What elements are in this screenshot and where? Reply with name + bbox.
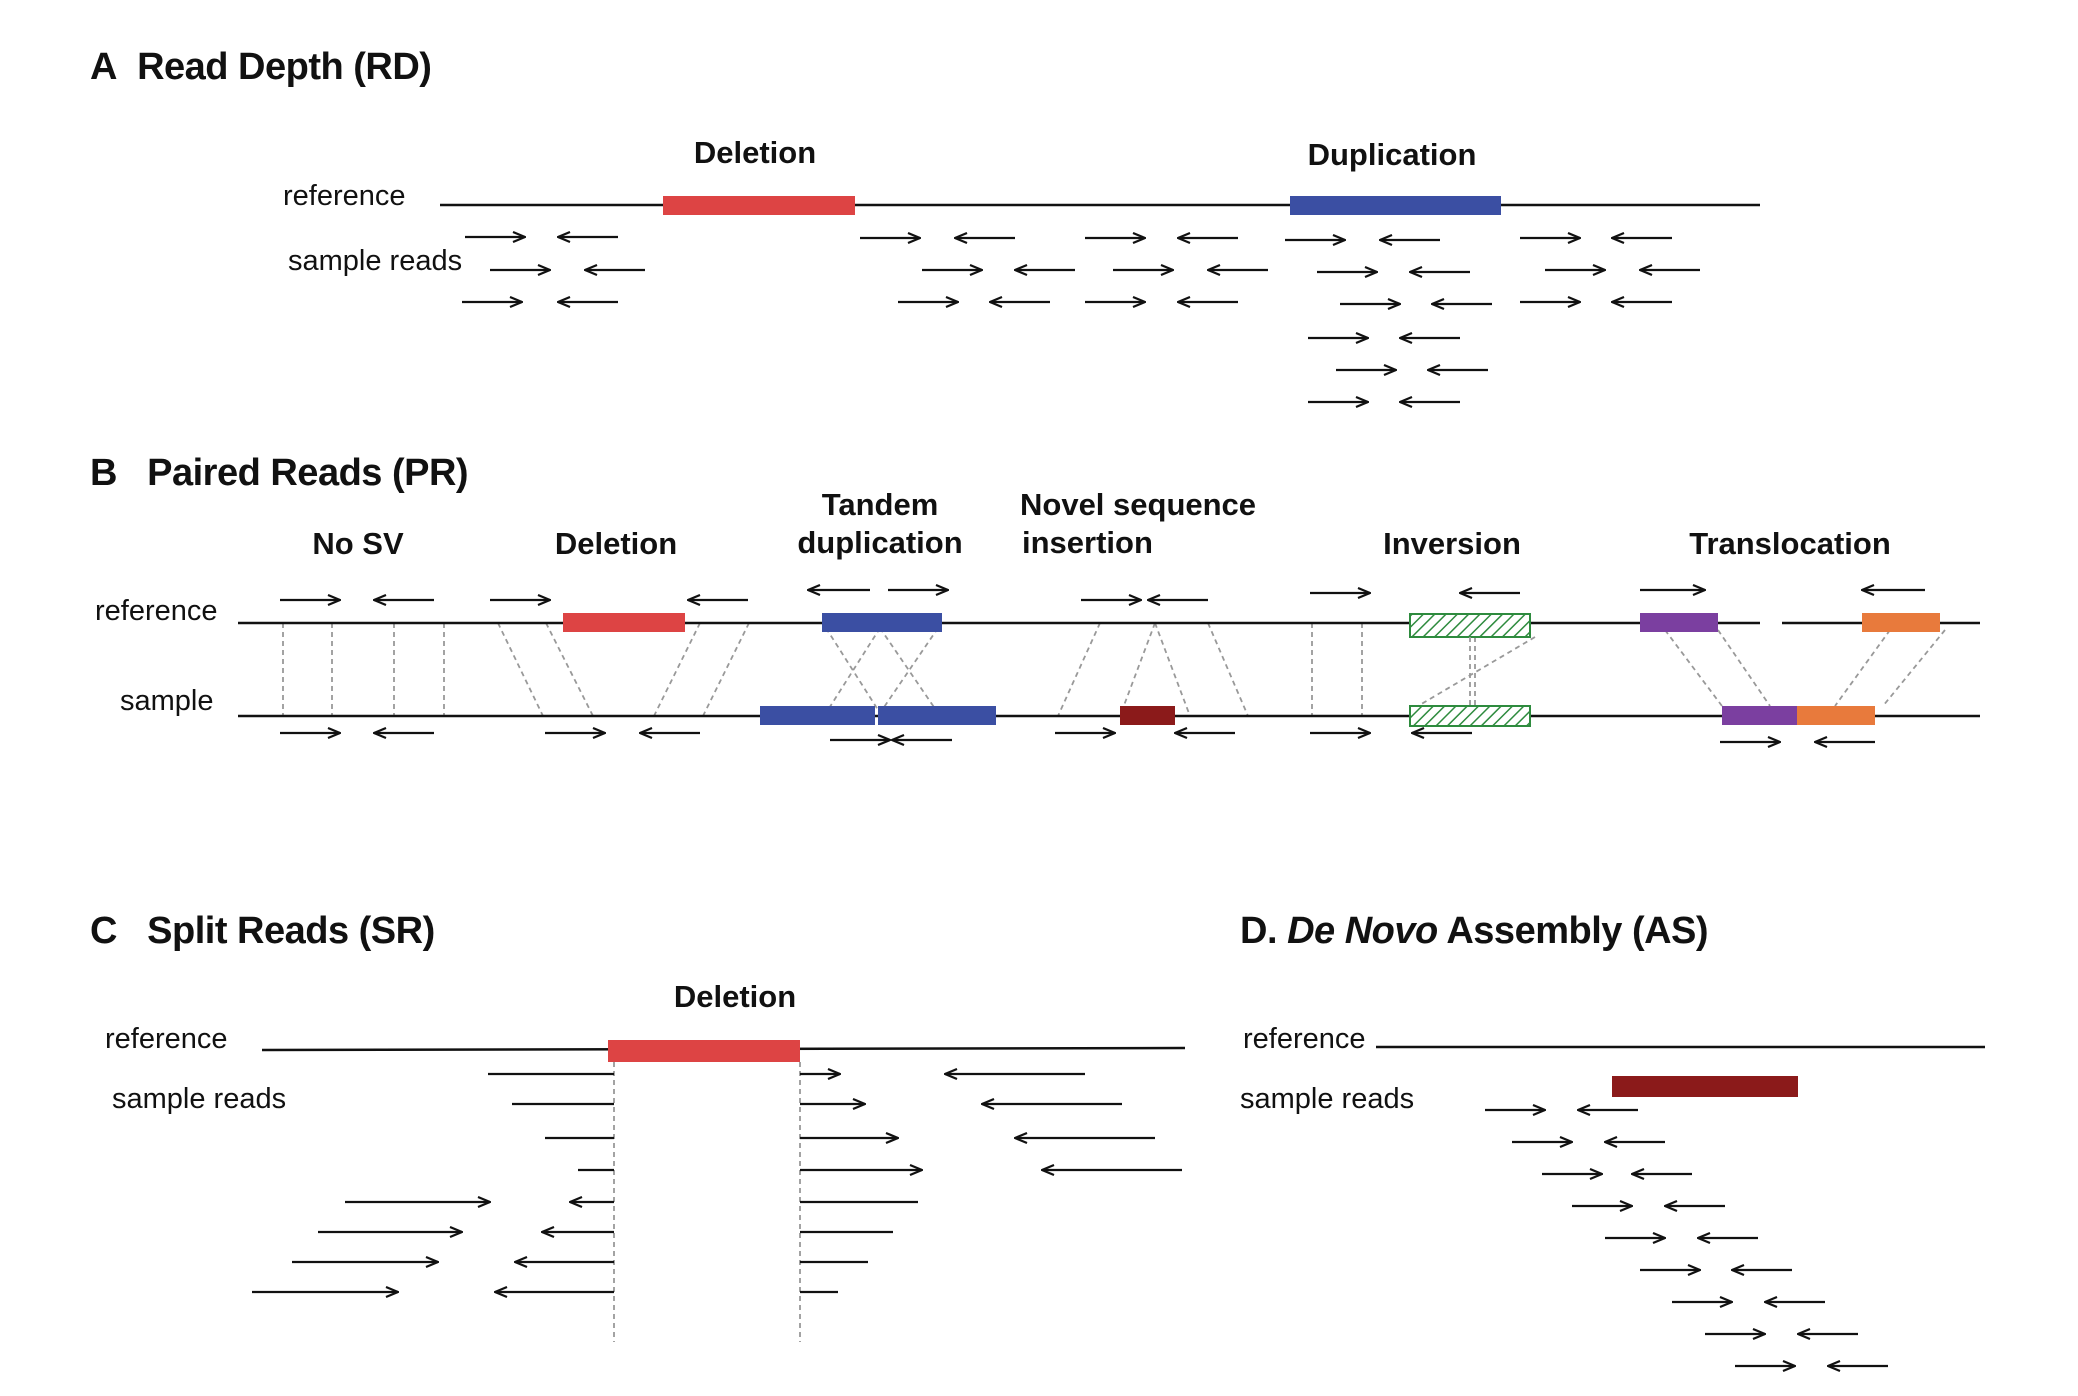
panel-a-duplication-label: Duplication <box>1308 137 1477 172</box>
panel-c-split-reads <box>252 1074 1182 1292</box>
panel-a-read-pairs <box>462 237 1700 402</box>
panel-b-tandem-sample-block-2 <box>878 706 996 725</box>
panel-b-tandem-ref-block <box>822 613 942 632</box>
panel-b-inversion-ref-block <box>1409 613 1531 638</box>
panel-b-inversion-label: Inversion <box>1383 526 1521 561</box>
panel-c-deletion-label: Deletion <box>674 979 796 1014</box>
panel-b-title: B Paired Reads (PR) <box>90 452 469 495</box>
panel-d-title-italic: De Novo <box>1287 910 1438 952</box>
panel-c-reference-label: reference <box>105 1023 228 1055</box>
panel-a-reads-label: sample reads <box>288 245 462 277</box>
panel-d-title: D. De Novo Assembly (AS) <box>1240 910 1709 953</box>
panel-b-sample-label: sample <box>120 685 214 717</box>
panel-b-connectors <box>282 622 1946 717</box>
panel-b-translocation-label: Translocation <box>1689 526 1891 561</box>
panel-a-duplication-block <box>1290 196 1501 215</box>
panel-b-letter: B <box>90 452 117 494</box>
panel-b-novel-label-2: insertion <box>1022 525 1153 560</box>
panel-d-read-pairs <box>1485 1110 1888 1366</box>
panel-a-deletion-block <box>663 196 855 215</box>
panel-b-translocation-sample-block-a <box>1722 706 1797 725</box>
panel-a-title-text: Read Depth (RD) <box>137 46 432 88</box>
panel-c-reads-label: sample reads <box>112 1083 286 1115</box>
panel-c: Deletion reference sample reads <box>105 979 1186 1342</box>
panel-c-deletion-block <box>608 1040 800 1062</box>
panel-b-read-pairs <box>280 590 1925 742</box>
panel-b-tandem-label-1: Tandem <box>822 487 939 522</box>
panel-d: reference sample reads <box>1240 1023 1985 1366</box>
panel-b-novel-label-1: Novel sequence <box>1020 487 1256 522</box>
panel-c-title-text: Split Reads (SR) <box>147 910 435 952</box>
panel-b-novel-insert-block <box>1120 706 1175 725</box>
panel-b-translocation-ref-block-a <box>1640 613 1718 632</box>
panel-c-letter: C <box>90 910 117 952</box>
panel-d-title-text: Assembly (AS) <box>1446 910 1709 952</box>
panel-b-nosv-label: No SV <box>312 526 404 561</box>
panel-b-tandem-sample-block-1 <box>760 706 875 725</box>
panel-b: No SV Deletion Tandem duplication Novel … <box>95 487 1980 742</box>
panel-b-deletion-label: Deletion <box>555 526 677 561</box>
panel-b-translocation-ref-block-b <box>1862 613 1940 632</box>
panel-b-translocation-sample-block-b <box>1797 706 1875 725</box>
panel-a-reference-label: reference <box>283 180 406 212</box>
panel-a: Deletion Duplication reference sample re… <box>283 135 1760 402</box>
panel-b-tandem-label-2: duplication <box>797 525 962 560</box>
panel-c-title: C Split Reads (SR) <box>90 910 435 953</box>
panel-a-deletion-label: Deletion <box>694 135 816 170</box>
panel-a-title: A Read Depth (RD) <box>90 46 432 89</box>
panel-a-letter: A <box>90 46 117 88</box>
panel-d-reads-label: sample reads <box>1240 1083 1414 1115</box>
panel-b-title-text: Paired Reads (PR) <box>147 452 469 494</box>
panel-d-reference-label: reference <box>1243 1023 1366 1055</box>
panel-b-inversion-sample-block <box>1409 705 1531 727</box>
panel-b-reference-label: reference <box>95 595 218 627</box>
panel-d-assembled-contig <box>1612 1076 1798 1097</box>
panel-d-letter: D. <box>1240 910 1278 952</box>
panel-b-deletion-block <box>563 613 685 632</box>
